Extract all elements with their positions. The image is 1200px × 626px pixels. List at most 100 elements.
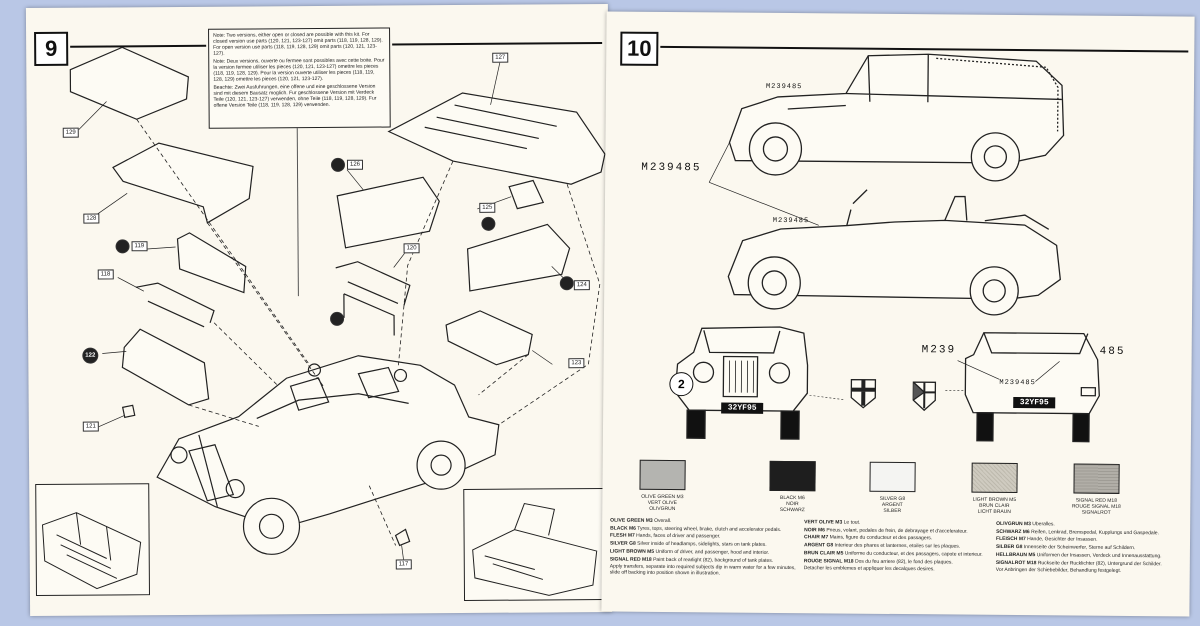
callout-part-117: 117 — [395, 559, 412, 570]
legend-text: VERT OLIVE — [804, 519, 834, 526]
legend-text: HELLBRAUN M5 Uniformen der Insassen, Ver… — [996, 552, 1182, 560]
part-123-tray — [445, 310, 533, 366]
legend-text: Hande, Gesichter der Insassen. — [1027, 536, 1098, 544]
legend-text: SIGNALROT M18 Ruckseite der Rucklichter … — [996, 559, 1182, 567]
swatch-label: OLIVE GREEN M3 VERT OLIVE OLIVGRUN — [641, 493, 684, 513]
callout-marker-dot — [481, 216, 496, 231]
legend-text: LIGHT BROWN M5 Uniform of driver, and pa… — [610, 548, 796, 556]
legend-text: OLIVE GREEN M3 Overall. — [610, 517, 796, 525]
legend-text: CHAIR M7 Mains, figure du conducteur et … — [804, 535, 990, 543]
car-rear-wheel — [416, 440, 466, 490]
legend-text: OLIVGRUN M3 Uberalles. — [996, 521, 1182, 529]
legend-text: Pneus, volant, pedales de frein, de debr… — [826, 527, 968, 535]
legend-text: CHAIR — [804, 534, 820, 541]
legend-text: G8 — [826, 542, 834, 549]
callout-part-128: 128 — [83, 213, 100, 224]
exploded-assembly-diagram — [69, 46, 606, 562]
legend-text: Uberalles. — [1032, 521, 1055, 528]
legend-text: SIGNAL RED — [609, 556, 641, 563]
inset-closed-interior-detail — [463, 488, 607, 601]
swatch-chip — [639, 459, 686, 491]
legend-text: Reifen, Lenkrad, Bremspedal, Kupplungs u… — [1031, 528, 1160, 536]
legend-text: SIGNALROT — [995, 559, 1026, 566]
legend-text: NOIR — [804, 526, 817, 534]
part-124-window — [466, 223, 571, 292]
front-tactical-number: 2 — [669, 372, 694, 397]
part-129-panel — [69, 46, 190, 120]
legend-text: Ruckseite der Rucklichter (82), Untergru… — [1037, 559, 1162, 567]
legend-text: M18 — [1026, 559, 1037, 566]
painting-guide-diagram — [674, 53, 1100, 443]
legend-text: M7 — [1018, 536, 1026, 543]
open-car-rear-wheel — [969, 266, 1019, 316]
legend-text: M3 — [1023, 521, 1031, 528]
swatch-label: SILVER G8 ARGENT SILBER — [879, 495, 906, 515]
legend-text: M5 — [836, 550, 844, 557]
legend-text: ROUGE SIGNAL — [803, 557, 843, 565]
legend-text: Dos du feu arriere (82), le fond des pla… — [854, 558, 953, 566]
legend-text: VERT OLIVE M3 Le tout. — [804, 519, 990, 527]
callout-part-125: 125 — [479, 202, 496, 213]
legend-text: Hands, faces of driver and passenger. — [636, 533, 721, 540]
serial-on-open-hood: M239485 — [772, 216, 810, 226]
legend-text: Le tout. — [843, 519, 861, 526]
legend-text: G8 — [1015, 544, 1023, 551]
legend-text: Paint back of rearlight (82), background… — [653, 556, 774, 564]
inset-open-interior-detail — [35, 483, 150, 596]
part-126-panel — [336, 176, 440, 249]
legend-text: Tyres, tops, steering wheel, brake, clut… — [637, 525, 782, 533]
serial-on-closed-hood: M239485 — [765, 82, 803, 92]
legend-text: SILBER G8 Innenseite der Scheinwerfer, S… — [996, 544, 1182, 552]
legend-text: Interieur des phares et lanternes, etoil… — [834, 542, 961, 550]
closed-car-rear-wheel — [970, 132, 1021, 182]
legend-text: Uniform of driver, and passenger, hood a… — [655, 548, 770, 556]
legend-text: SILBER — [995, 543, 1015, 551]
serial-rear-right: 485 — [1099, 345, 1126, 358]
part-120-frame — [335, 261, 411, 336]
legend-text: SCHWARZ M6 Reifen, Lenkrad, Bremspedal, … — [996, 529, 1182, 537]
legend-text: BRUN CLAIR M5 Uniforme du conducteur, et… — [804, 550, 990, 558]
callout-part-121: 121 — [82, 421, 99, 432]
swatch-chip — [769, 460, 816, 492]
legend-text: Apply transfers, separate into required … — [609, 563, 796, 577]
legend-text: NOIR M6 Pneus, volant, pedales de frein,… — [804, 527, 990, 535]
part-122-panel — [121, 328, 210, 406]
swatch-light-brown: LIGHT BROWN M5 BRUN CLAIR LICHT BRAUN — [964, 462, 1024, 516]
legend-text: M5 — [647, 548, 655, 555]
front-headlamp-left — [692, 361, 715, 383]
front-grille — [722, 355, 759, 398]
legend-text: FLEISCH — [996, 536, 1018, 543]
legend-text: Uniforme du conducteur, et des passagers… — [844, 550, 983, 558]
front-headlamp-right — [768, 362, 791, 384]
legend-text: ARGENT — [803, 542, 826, 549]
car-grille — [188, 444, 235, 502]
rear-tyre-right — [1072, 412, 1090, 443]
legend-text: ROUGE SIGNAL M18 Dos du feu arriere (82)… — [804, 558, 990, 566]
passenger-figure-head — [393, 368, 408, 383]
part-119-panel — [176, 232, 247, 294]
front-tyre-left — [686, 409, 706, 439]
rear-tyre-left — [976, 412, 994, 442]
legend-text: Overall. — [654, 517, 672, 525]
rear-number-plate: 32YF95 — [1013, 397, 1056, 409]
closed-car-front-wheel — [748, 122, 803, 176]
callout-part-129: 129 — [62, 127, 79, 138]
callout-part-126: 126 — [346, 159, 364, 170]
serial-number-side: M239485 — [641, 161, 702, 175]
legend-text: BRUN CLAIR — [803, 550, 836, 557]
legend-text: M18 — [843, 558, 854, 565]
legend-text: Detacher les emblemes et appliquer les d… — [803, 565, 935, 573]
part-127-roof — [387, 92, 606, 185]
swatch-label: SIGNAL RED M18 ROUGE SIGNAL M18 SIGNALRO… — [1071, 497, 1121, 516]
legend-text: M5 — [1028, 551, 1036, 559]
part-117-piece — [394, 528, 411, 547]
legend-text: M18 — [641, 556, 652, 563]
legend-text: SIGNAL RED M18 Paint back of rearlight (… — [610, 556, 796, 564]
swatch-black: BLACK M6 NOIR SCHWARZ — [762, 460, 822, 514]
callout-part-120: 120 — [403, 243, 420, 254]
legend-text: M3 — [645, 517, 653, 524]
swatch-silver: SILVER G8 ARGENT SILBER — [862, 461, 922, 515]
callout-part-123: 123 — [568, 358, 585, 369]
callout-marker-dot — [330, 157, 346, 172]
